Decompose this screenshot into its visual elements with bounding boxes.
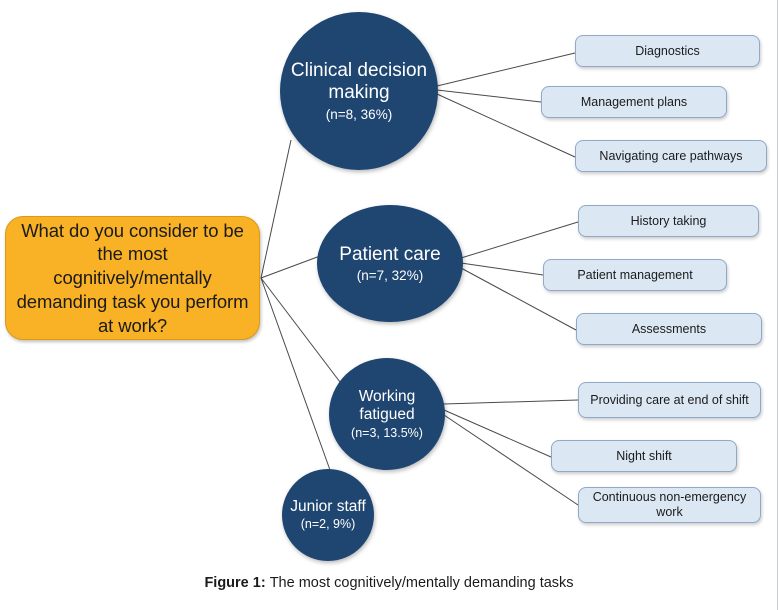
category-count: (n=3, 13.5%) bbox=[351, 425, 423, 440]
category-circle-working-fatigued[interactable]: Working fatigued (n=3, 13.5%) bbox=[329, 358, 445, 470]
edge-question-to-patient-care bbox=[260, 255, 321, 279]
subtheme-box-patient-management[interactable]: Patient management bbox=[543, 259, 727, 291]
category-label: Working fatigued bbox=[358, 388, 416, 424]
figure-caption-text: The most cognitively/mentally demanding … bbox=[269, 575, 574, 591]
category-circle-junior-staff[interactable]: Junior staff (n=2, 9%) bbox=[282, 469, 374, 561]
edge-clinical-to-diagnostics bbox=[436, 52, 576, 87]
subtheme-box-night-shift[interactable]: Night shift bbox=[551, 440, 737, 472]
edge-working-fatigued-to-night-shift bbox=[443, 409, 552, 458]
subtheme-label: Providing care at end of shift bbox=[590, 392, 749, 407]
category-count: (n=8, 36%) bbox=[325, 106, 393, 122]
subtheme-label: Diagnostics bbox=[635, 43, 700, 58]
category-circle-patient-care[interactable]: Patient care (n=7, 32%) bbox=[317, 205, 463, 322]
subtheme-label: Night shift bbox=[616, 448, 672, 463]
subtheme-box-providing-care-at-end-of-shift[interactable]: Providing care at end of shift bbox=[578, 382, 761, 418]
subtheme-box-navigating-care-pathways[interactable]: Navigating care pathways bbox=[575, 140, 767, 172]
figure-caption-separator: : bbox=[260, 575, 270, 591]
category-count: (n=7, 32%) bbox=[356, 267, 424, 283]
edge-question-to-junior-staff bbox=[260, 277, 331, 471]
subtheme-label: Continuous non-emergency work bbox=[592, 490, 747, 519]
edge-patient-care-to-patient-management bbox=[460, 262, 544, 276]
figure-caption-label: Figure 1 bbox=[204, 575, 261, 591]
subtheme-label: Assessments bbox=[631, 321, 707, 336]
category-count: (n=2, 9%) bbox=[300, 517, 356, 532]
subtheme-box-continuous-non-emergency-work[interactable]: Continuous non-emergency work bbox=[578, 487, 761, 523]
category-label: Patient care bbox=[339, 243, 441, 265]
category-label: Junior staff bbox=[290, 498, 366, 516]
question-box[interactable]: What do you consider to be the most cogn… bbox=[5, 216, 260, 340]
edge-question-to-clinical-decision-making bbox=[260, 139, 292, 279]
figure-caption: Figure 1: The most cognitively/mentally … bbox=[0, 575, 777, 591]
subtheme-box-management-plans[interactable]: Management plans bbox=[541, 86, 727, 118]
subtheme-label: Management plans bbox=[580, 94, 688, 109]
category-label: Clinical decision making bbox=[290, 60, 428, 104]
category-circle-clinical-decision-making[interactable]: Clinical decision making (n=8, 36%) bbox=[280, 12, 438, 170]
subtheme-box-diagnostics[interactable]: Diagnostics bbox=[575, 35, 760, 67]
edge-working-fatigued-to-end-of-shift bbox=[443, 399, 579, 405]
subtheme-box-history-taking[interactable]: History taking bbox=[578, 205, 759, 237]
edge-patient-care-to-history-taking bbox=[460, 221, 579, 259]
question-text: What do you consider to be the most cogn… bbox=[16, 219, 249, 336]
subtheme-box-assessments[interactable]: Assessments bbox=[576, 313, 762, 345]
subtheme-label: Navigating care pathways bbox=[599, 148, 743, 163]
subtheme-label: Patient management bbox=[577, 267, 693, 282]
subtheme-label: History taking bbox=[630, 213, 707, 228]
edge-clinical-to-management-plans bbox=[436, 89, 542, 103]
